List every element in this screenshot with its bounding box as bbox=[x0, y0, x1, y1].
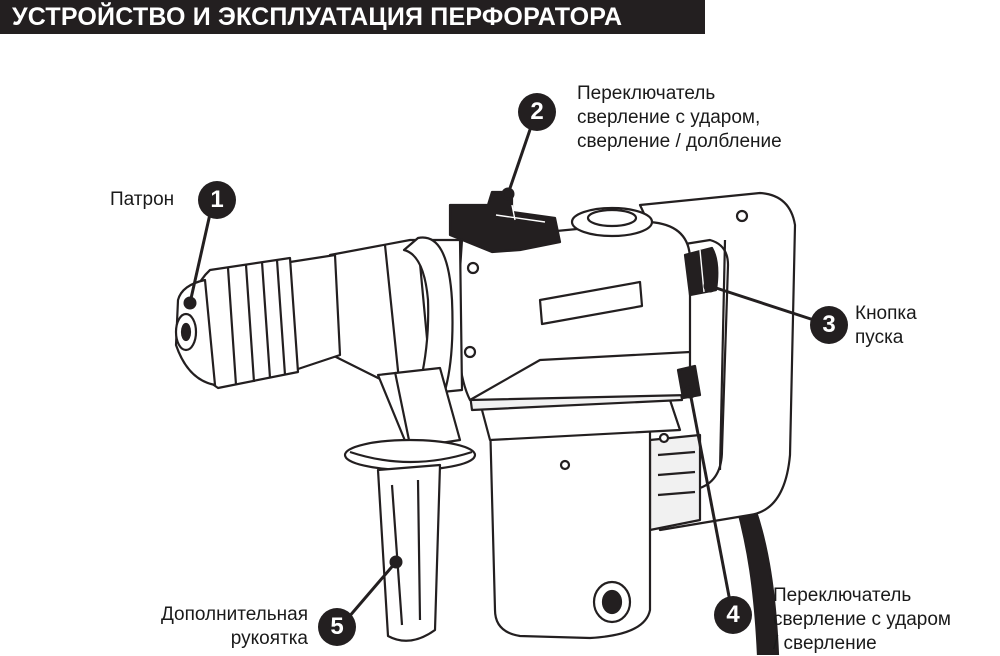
page-title: УСТРОЙСТВО И ЭКСПЛУАТАЦИЯ ПЕРФОРАТОРА bbox=[0, 0, 705, 34]
power-cord bbox=[733, 493, 780, 655]
callout-2-line: сверление / долбление bbox=[577, 131, 782, 152]
leader-2 bbox=[506, 117, 536, 195]
callout-3-line: Кнопка bbox=[855, 303, 917, 324]
gear-housing bbox=[648, 433, 702, 532]
callout-badge-3: 3 bbox=[810, 306, 848, 344]
callout-3-line: пуска bbox=[855, 327, 904, 348]
callout-label-1: Патрон bbox=[110, 188, 174, 212]
callout-label-2: Переключатель сверление с ударом, сверле… bbox=[577, 82, 782, 154]
callout-badge-2: 2 bbox=[518, 93, 556, 131]
callout-4-line: / сверление bbox=[773, 633, 877, 654]
callout-badge-5: 5 bbox=[318, 608, 356, 646]
handle-inner-line bbox=[718, 239, 727, 471]
screw bbox=[466, 261, 480, 275]
callout-4-line: сверление с ударом bbox=[773, 609, 951, 630]
callout-label-3: Кнопка пуска bbox=[855, 302, 917, 350]
leader-3 bbox=[709, 284, 821, 324]
callout-badge-1: 1 bbox=[198, 181, 236, 219]
motor-housing bbox=[488, 408, 652, 640]
rear-handle bbox=[638, 191, 797, 532]
callout-2-line: сверление с ударом, bbox=[577, 107, 761, 128]
callout-2-line: Переключатель bbox=[577, 83, 716, 104]
callout-5-line: рукоятка bbox=[230, 628, 308, 649]
handle-rivet bbox=[735, 209, 749, 223]
body-recess bbox=[538, 280, 644, 326]
callout-1-line: Патрон bbox=[110, 189, 175, 210]
side-handle-guard bbox=[343, 438, 477, 472]
leader-1 bbox=[188, 204, 214, 304]
callout-badge-4: 4 bbox=[714, 596, 752, 634]
callout-5-line: Дополнительная bbox=[160, 604, 308, 625]
callout-label-4: Переключатель сверление с ударом / сверл… bbox=[773, 584, 951, 656]
callout-label-5: Дополнительная рукоятка bbox=[120, 603, 308, 651]
leader-5 bbox=[346, 561, 398, 619]
side-handle-grip bbox=[376, 463, 442, 642]
leader-4 bbox=[688, 391, 734, 613]
mode-switch-2 bbox=[448, 190, 562, 254]
callout-4-line: Переключатель bbox=[773, 585, 912, 606]
